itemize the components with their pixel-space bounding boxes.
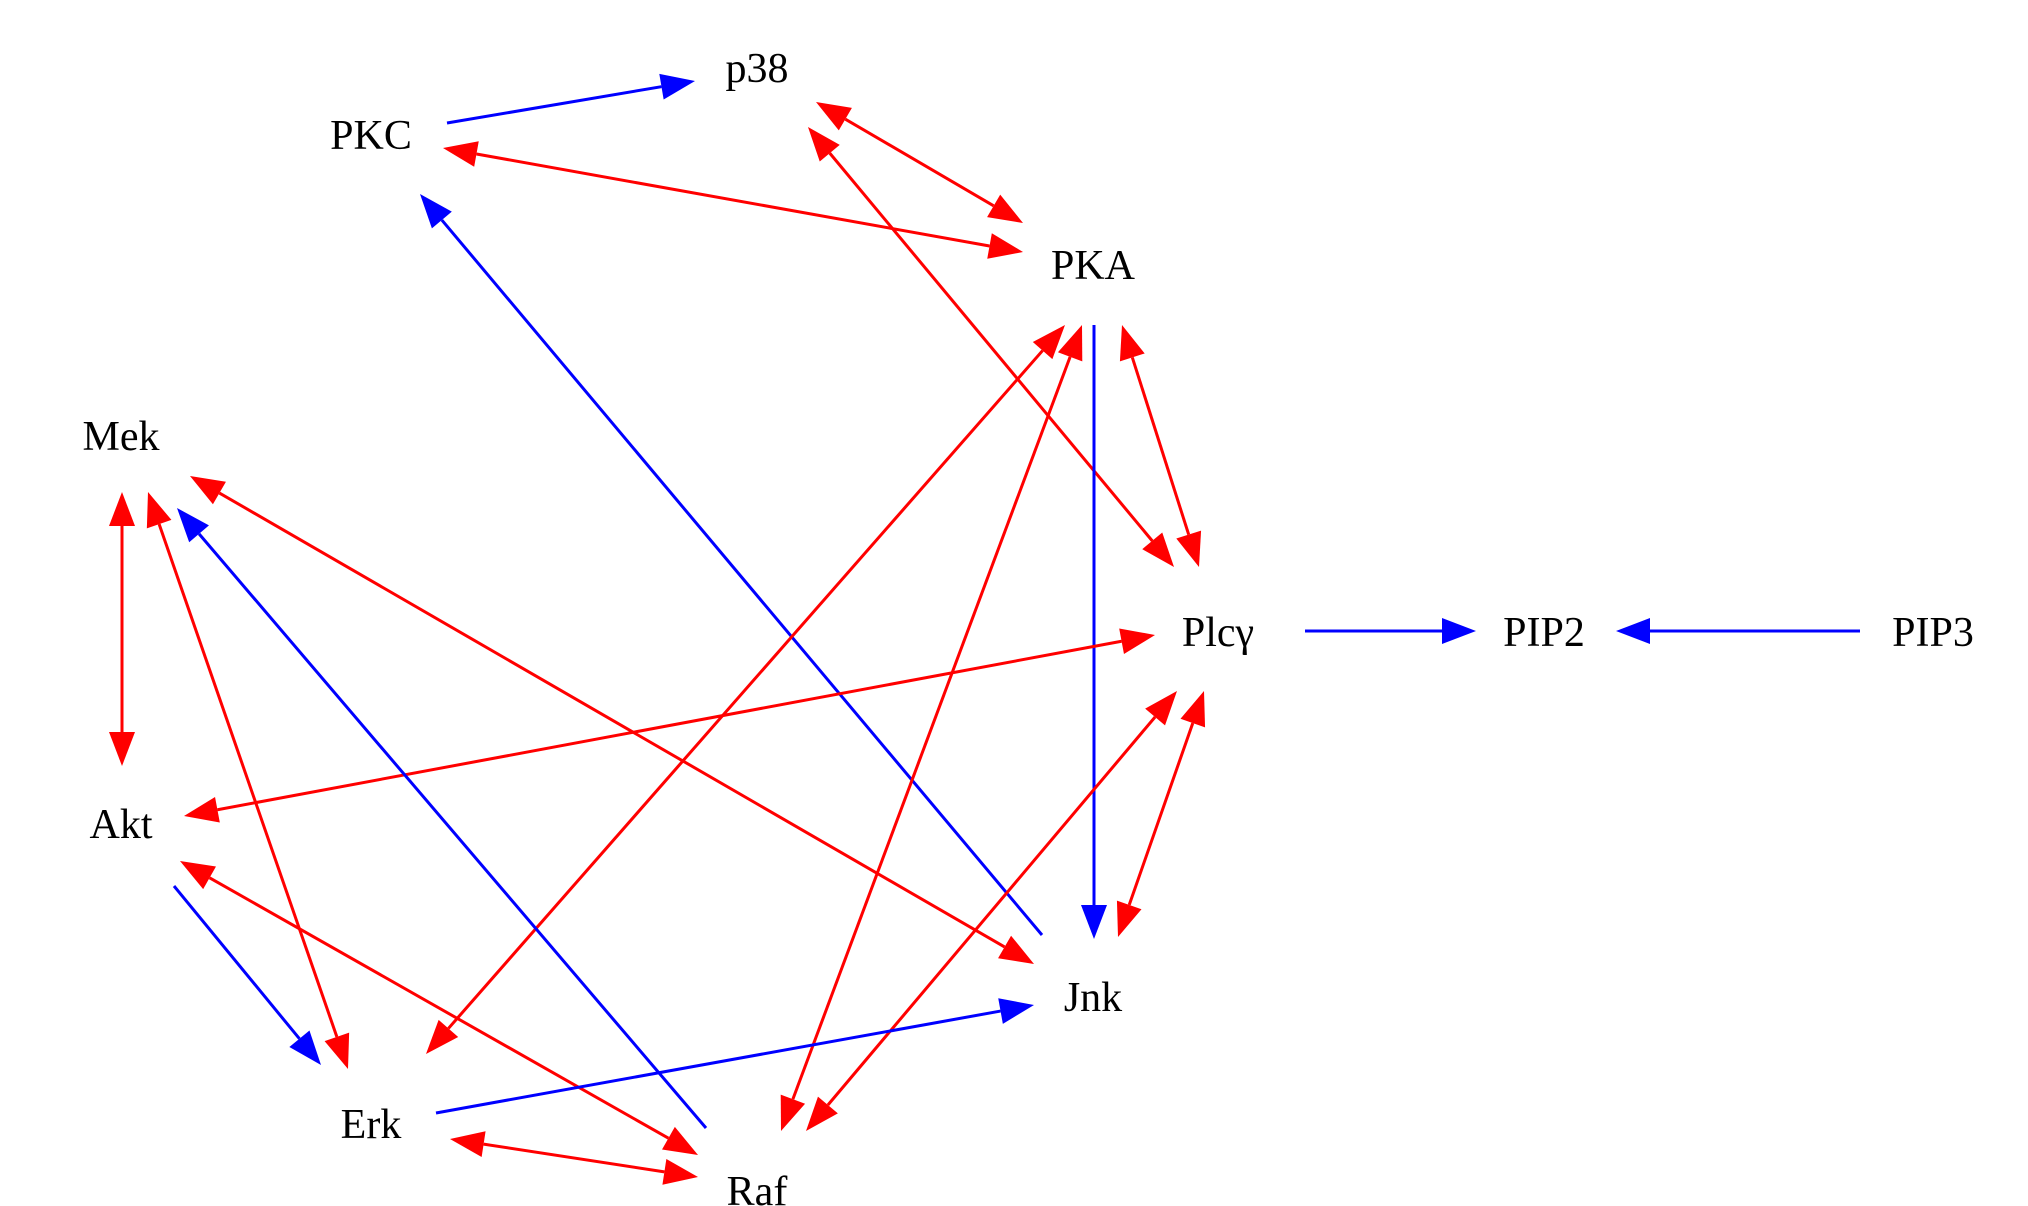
- arrowhead-icon: [816, 102, 852, 131]
- edge-line: [476, 152, 990, 248]
- arrowhead-icon: [998, 935, 1034, 964]
- arrowhead-icon: [998, 998, 1034, 1024]
- arrowhead-icon: [420, 194, 452, 229]
- edge-erk-jnk: [435, 998, 1034, 1115]
- arrowhead-icon: [146, 492, 172, 529]
- edge-pka-plcg: [1119, 325, 1202, 567]
- edge-line: [483, 1142, 665, 1174]
- arrowhead-icon: [180, 861, 216, 890]
- edge-akt-erk: [172, 885, 321, 1065]
- edge-mek-akt: [109, 492, 135, 766]
- arrowhead-icon: [289, 1030, 321, 1065]
- arrowhead-icon: [987, 233, 1023, 259]
- labels-layer: p38 PKC PKA Mek Plcγ PIP2 PIP3 Akt Jnk E…: [83, 46, 1974, 1206]
- edge-line: [828, 152, 1154, 542]
- edge-pkc-pka: [443, 141, 1023, 259]
- node-p38: p38: [726, 46, 789, 92]
- node-mek: Mek: [83, 414, 160, 460]
- edge-line: [172, 885, 301, 1040]
- node-pip3: PIP3: [1892, 610, 1974, 656]
- arrowhead-icon: [443, 141, 479, 167]
- edge-pkc-p38: [446, 73, 695, 125]
- edge-p38-plcg: [808, 127, 1174, 567]
- arrowhead-icon: [1081, 905, 1107, 939]
- edge-akt-raf: [180, 861, 698, 1155]
- node-pip2: PIP2: [1503, 610, 1585, 656]
- edge-raf-mek: [177, 508, 708, 1129]
- edge-line: [208, 876, 670, 1140]
- arrowhead-icon: [808, 127, 840, 162]
- edge-pka-erk: [426, 325, 1065, 1054]
- arrowhead-icon: [177, 508, 209, 543]
- arrowhead-icon: [190, 476, 226, 505]
- node-erk: Erk: [341, 1102, 402, 1148]
- arrowhead-icon: [1119, 628, 1155, 655]
- node-plcg: Plcγ: [1182, 610, 1254, 656]
- edge-line: [440, 219, 1044, 936]
- edge-line: [446, 85, 662, 125]
- node-pka: PKA: [1051, 243, 1136, 289]
- arrowhead-icon: [1119, 325, 1145, 362]
- node-pkc: PKC: [330, 113, 412, 159]
- edge-mek-jnk: [190, 476, 1034, 964]
- edge-line: [447, 349, 1044, 1030]
- arrowhead-icon: [806, 1096, 838, 1131]
- edge-plcg-pip2: [1305, 618, 1476, 644]
- edge-line: [826, 716, 1157, 1106]
- arrowhead-icon: [659, 73, 695, 100]
- arrowhead-icon: [1616, 618, 1650, 644]
- edge-mek-erk: [146, 492, 350, 1069]
- node-raf: Raf: [727, 1169, 788, 1206]
- edge-plcg-jnk: [1116, 691, 1206, 937]
- arrowhead-icon: [184, 796, 220, 823]
- arrowhead-icon: [109, 492, 135, 526]
- edge-line: [197, 532, 708, 1129]
- edge-plcg-akt: [184, 628, 1155, 823]
- edge-line: [217, 639, 1122, 812]
- arrowhead-icon: [1145, 691, 1177, 726]
- edge-line: [844, 117, 995, 208]
- arrowhead-icon: [1116, 900, 1142, 937]
- arrowhead-icon: [426, 1019, 459, 1054]
- arrowhead-icon: [1057, 325, 1083, 362]
- arrowhead-icon: [1176, 530, 1202, 567]
- arrowhead-icon: [324, 1032, 350, 1069]
- edge-pka-jnk: [1081, 325, 1107, 939]
- edge-line: [791, 356, 1072, 1100]
- arrowhead-icon: [662, 1159, 698, 1185]
- edge-pka-raf: [780, 325, 1083, 1131]
- edge-jnk-pkc: [420, 194, 1044, 936]
- arrowhead-icon: [450, 1131, 486, 1157]
- edge-line: [435, 1009, 1001, 1115]
- arrowhead-icon: [1180, 691, 1206, 728]
- arrowhead-icon: [662, 1126, 698, 1155]
- edge-line: [218, 491, 1006, 949]
- arrowhead-icon: [987, 194, 1023, 223]
- edges-layer: [109, 73, 1860, 1185]
- arrowhead-icon: [780, 1094, 806, 1131]
- node-jnk: Jnk: [1064, 975, 1122, 1021]
- arrowhead-icon: [1442, 618, 1476, 644]
- edge-erk-raf: [450, 1131, 698, 1185]
- node-akt: Akt: [90, 802, 153, 848]
- arrowhead-icon: [1142, 532, 1174, 567]
- edge-p38-pka: [816, 102, 1023, 223]
- edge-plcg-raf: [806, 691, 1177, 1131]
- arrowhead-icon: [109, 732, 135, 766]
- edge-line: [1130, 356, 1191, 536]
- edge-line: [1127, 722, 1195, 906]
- arrowhead-icon: [1032, 325, 1065, 360]
- edge-line: [157, 523, 339, 1038]
- edge-pip3-pip2: [1616, 618, 1860, 644]
